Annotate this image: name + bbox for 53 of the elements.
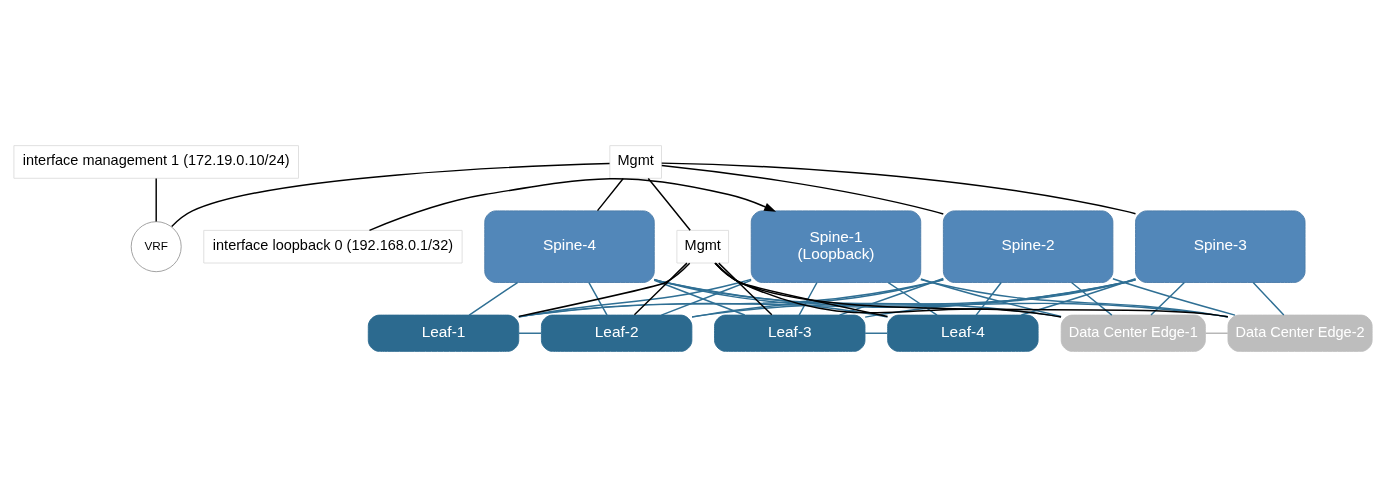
connector	[155, 177, 157, 223]
connector	[864, 332, 889, 334]
connector	[1112, 278, 1236, 316]
node-box: Spine-2	[942, 210, 1114, 283]
connector	[1252, 281, 1285, 316]
connector	[518, 278, 752, 318]
node-box: Leaf-2	[540, 314, 693, 352]
connector	[518, 332, 542, 334]
node-box: Leaf-1	[367, 314, 520, 352]
node-box: Data Center Edge-2	[1227, 314, 1373, 352]
connector	[661, 164, 944, 215]
node-box: Spine-3	[1135, 210, 1306, 283]
connector	[714, 262, 1229, 318]
connector	[468, 281, 519, 316]
connector	[661, 162, 1137, 215]
node-box: Mgmt	[676, 229, 730, 264]
connector	[718, 262, 773, 316]
connector	[588, 281, 608, 316]
connector	[653, 279, 1062, 318]
node-box: interface loopback 0 (192.168.0.1/32)	[203, 229, 463, 264]
connector	[887, 281, 938, 316]
node-box: Spine-1 (Loopback)	[750, 210, 922, 283]
node-box: interface management 1 (172.19.0.10/24)	[13, 145, 299, 179]
connector	[691, 279, 1137, 318]
connector	[1204, 332, 1229, 334]
connector	[691, 278, 945, 318]
connector	[798, 281, 818, 316]
connector	[1020, 277, 1137, 316]
connector	[171, 162, 611, 228]
connector	[920, 278, 1062, 318]
connector	[653, 279, 1229, 318]
connector	[518, 279, 1137, 318]
connector	[864, 278, 1137, 318]
node-box: Spine-4	[484, 210, 655, 283]
connector	[975, 281, 1002, 316]
connector	[633, 262, 688, 316]
arrow	[368, 178, 777, 232]
connector	[518, 279, 945, 318]
connector	[1150, 281, 1186, 316]
node-box: Mgmt	[609, 145, 662, 179]
connector	[714, 262, 1062, 318]
node-box: Data Center Edge-1	[1060, 314, 1206, 352]
connector	[596, 177, 624, 212]
connector	[715, 262, 889, 318]
connector	[920, 278, 1229, 318]
connector	[518, 262, 691, 318]
node-circle: VRF	[130, 221, 182, 273]
node-box: Leaf-3	[714, 314, 866, 352]
node-box: Leaf-4	[887, 314, 1039, 352]
connector	[838, 277, 944, 316]
connector	[1070, 281, 1113, 316]
connector	[653, 278, 889, 318]
connector	[647, 177, 691, 231]
